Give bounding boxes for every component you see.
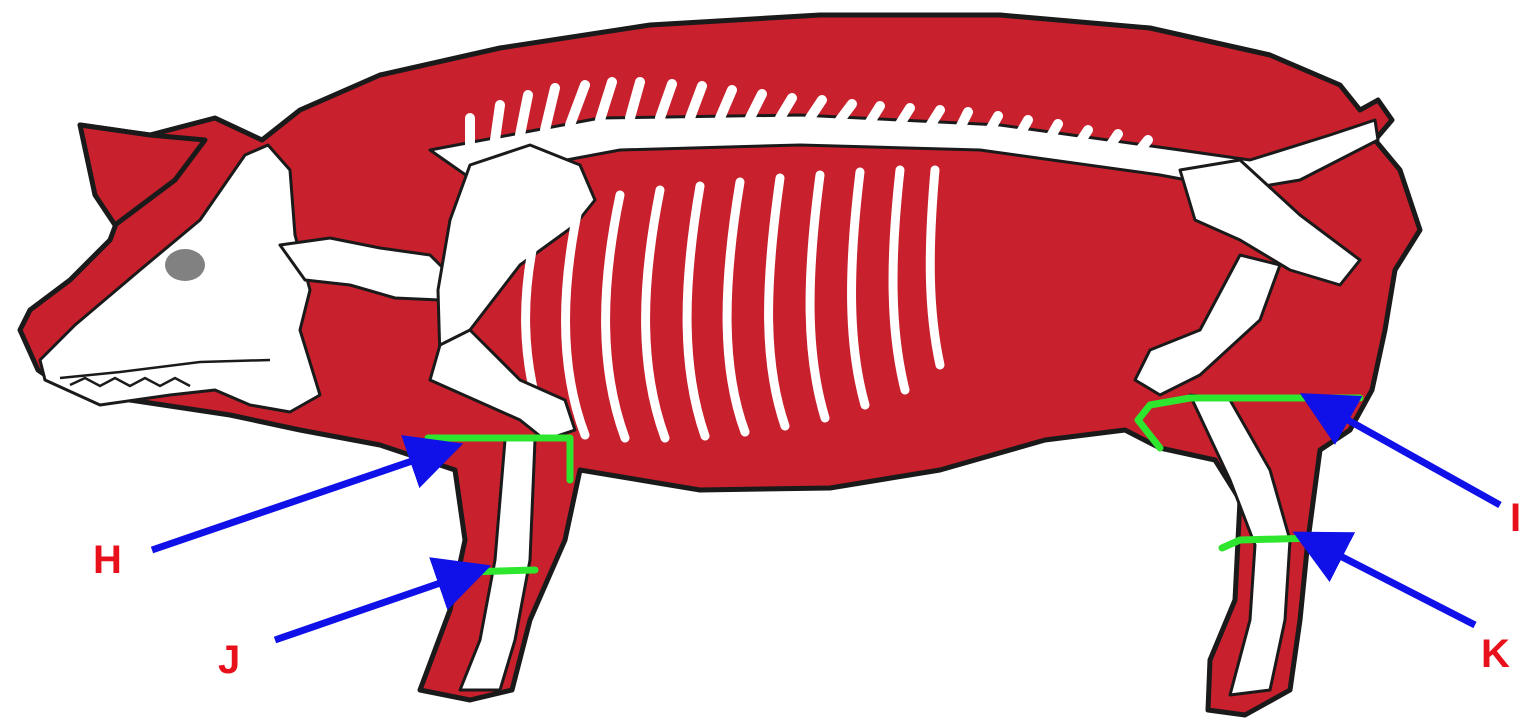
label-j: J bbox=[218, 640, 240, 680]
label-k: K bbox=[1481, 634, 1510, 674]
arrow-i bbox=[1312, 400, 1500, 505]
eye-socket bbox=[165, 249, 205, 281]
label-i: I bbox=[1510, 498, 1521, 538]
label-h: H bbox=[93, 540, 122, 580]
arrow-k bbox=[1305, 538, 1475, 625]
arrow-h bbox=[152, 448, 450, 550]
